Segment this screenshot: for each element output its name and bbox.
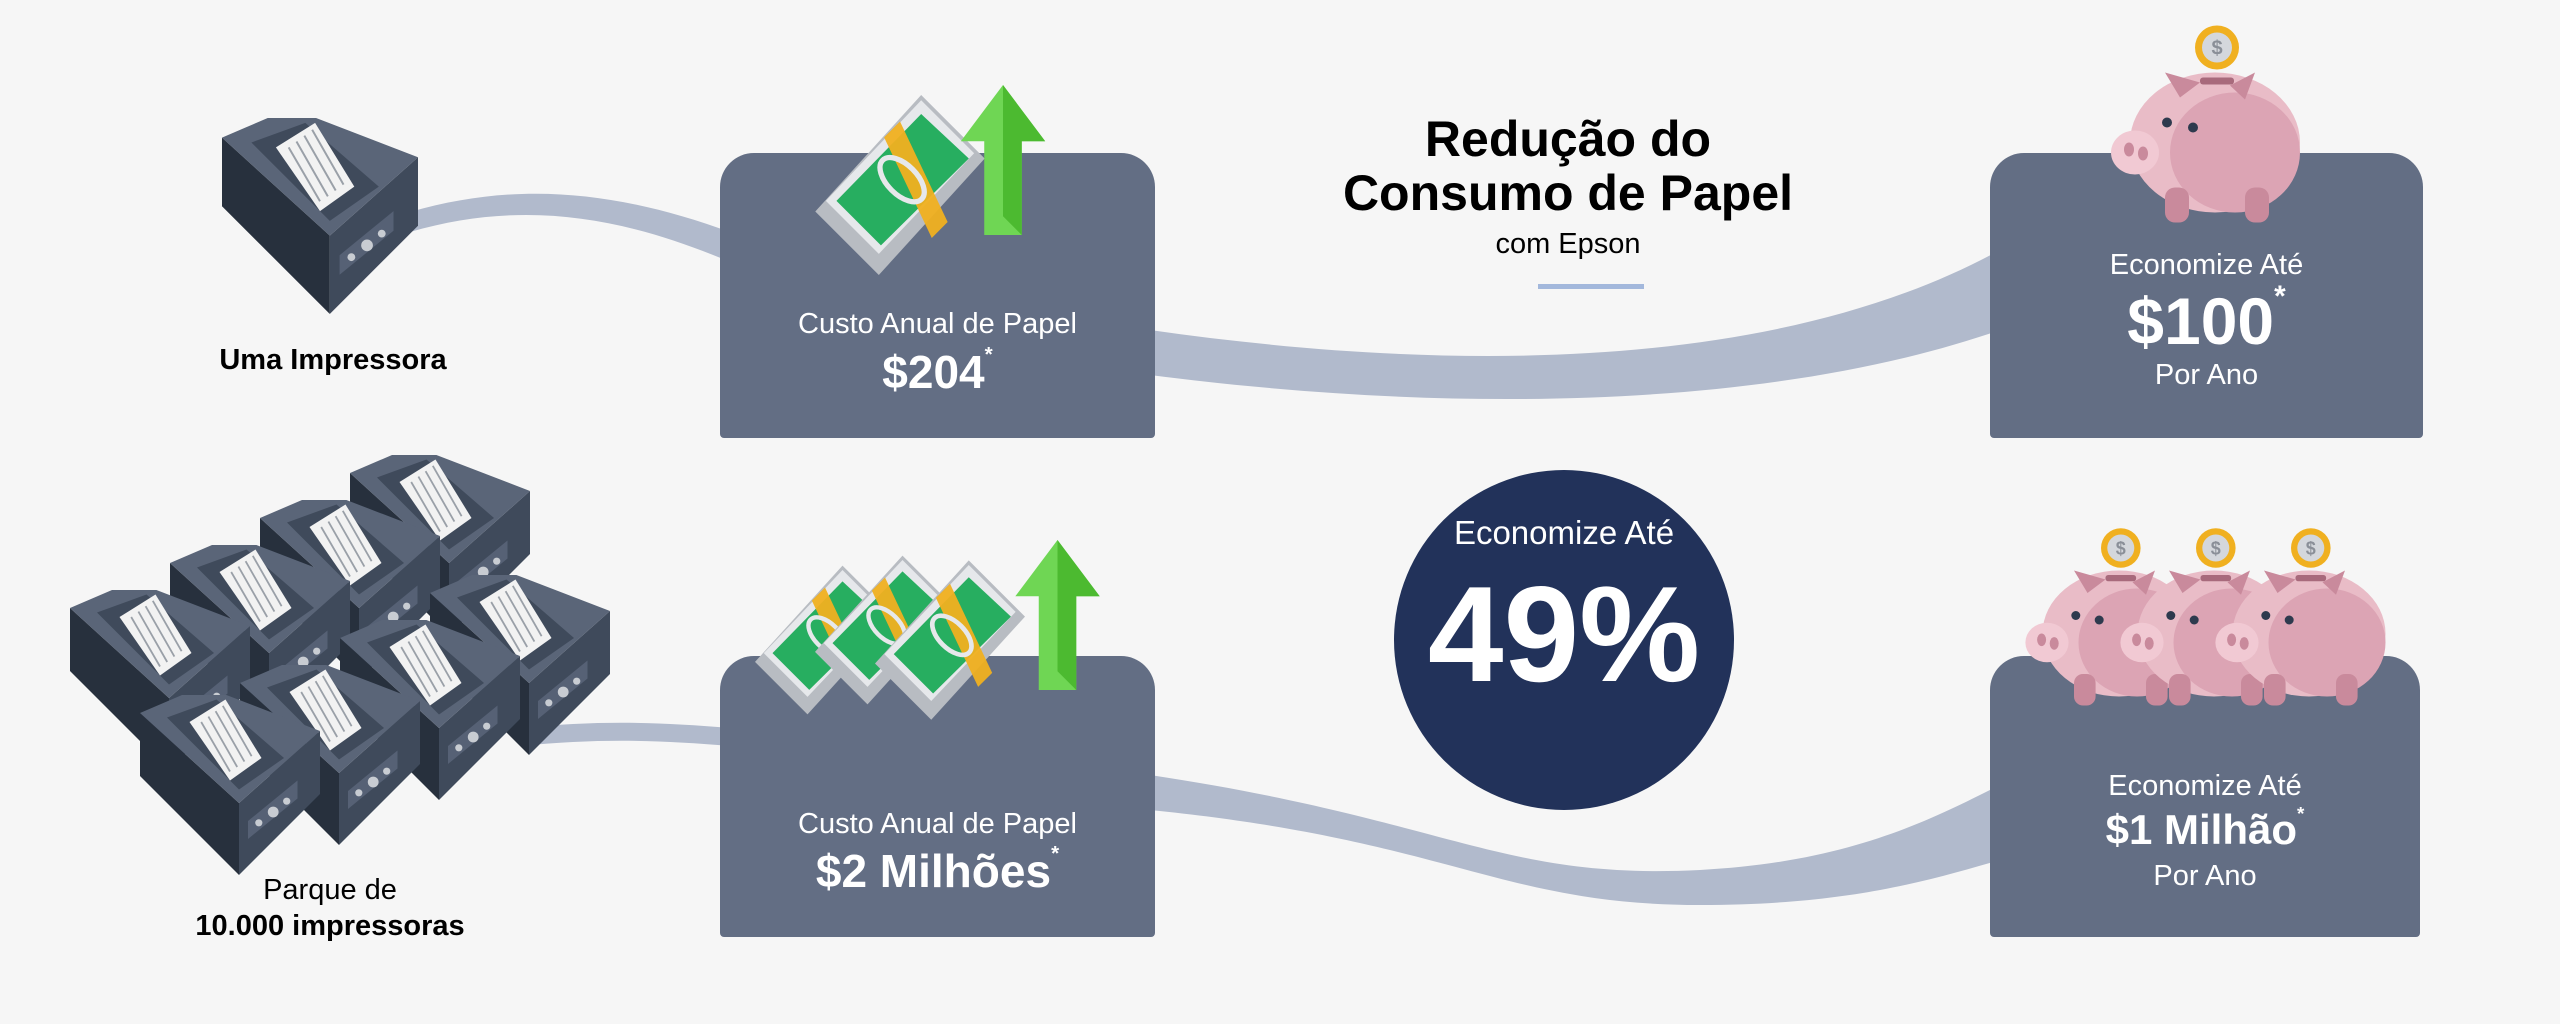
money-stacks-icon <box>755 540 1135 740</box>
savings-percent-badge: Economize Até 49% <box>1394 470 1734 810</box>
title-line-2: Consumo de Papel <box>1342 165 1794 221</box>
cost-card-value: $204* <box>882 342 993 398</box>
piggy-banks-icon <box>2020 520 2420 740</box>
savings-card-value: $1 Milhão* <box>2105 804 2305 853</box>
connector-printer-to-cost-1 <box>410 193 730 262</box>
badge-value: 49% <box>1427 558 1701 710</box>
savings-card-period: Por Ano <box>2154 359 2259 391</box>
title-block: Redução do Consumo de Papel com Epson <box>1318 112 1818 261</box>
title-line-1: Redução do <box>1424 111 1712 167</box>
cost-card-label: Custo Anual de Papel <box>798 808 1077 840</box>
printer-fleet-label: Parque de 10.000 impressoras <box>195 874 465 942</box>
badge-label: Economize Até <box>1453 514 1675 551</box>
up-arrow-icon <box>1015 540 1100 690</box>
title-accent-line <box>1538 284 1644 289</box>
up-arrow-icon <box>958 85 1048 235</box>
connector-cost-to-savings-1 <box>1150 250 2000 400</box>
connector-cost-to-savings-2 <box>1150 775 2000 905</box>
cost-card-value: $2 Milhões* <box>815 841 1060 897</box>
piggy-bank-icon <box>2105 20 2305 235</box>
single-printer-label: Uma Impressora <box>219 344 447 376</box>
savings-card-value: $100* <box>2127 280 2286 358</box>
connector-printers-to-cost-2 <box>520 722 730 746</box>
cost-card-label: Custo Anual de Papel <box>798 308 1077 340</box>
title-subtitle: com Epson <box>1495 228 1641 260</box>
savings-card-period: Por Ano <box>2153 860 2257 892</box>
printer-fleet-icon <box>50 455 610 875</box>
savings-card-label: Economize Até <box>2108 770 2302 802</box>
savings-card-label: Economize Até <box>2109 249 2304 281</box>
single-printer-icon <box>222 118 418 314</box>
